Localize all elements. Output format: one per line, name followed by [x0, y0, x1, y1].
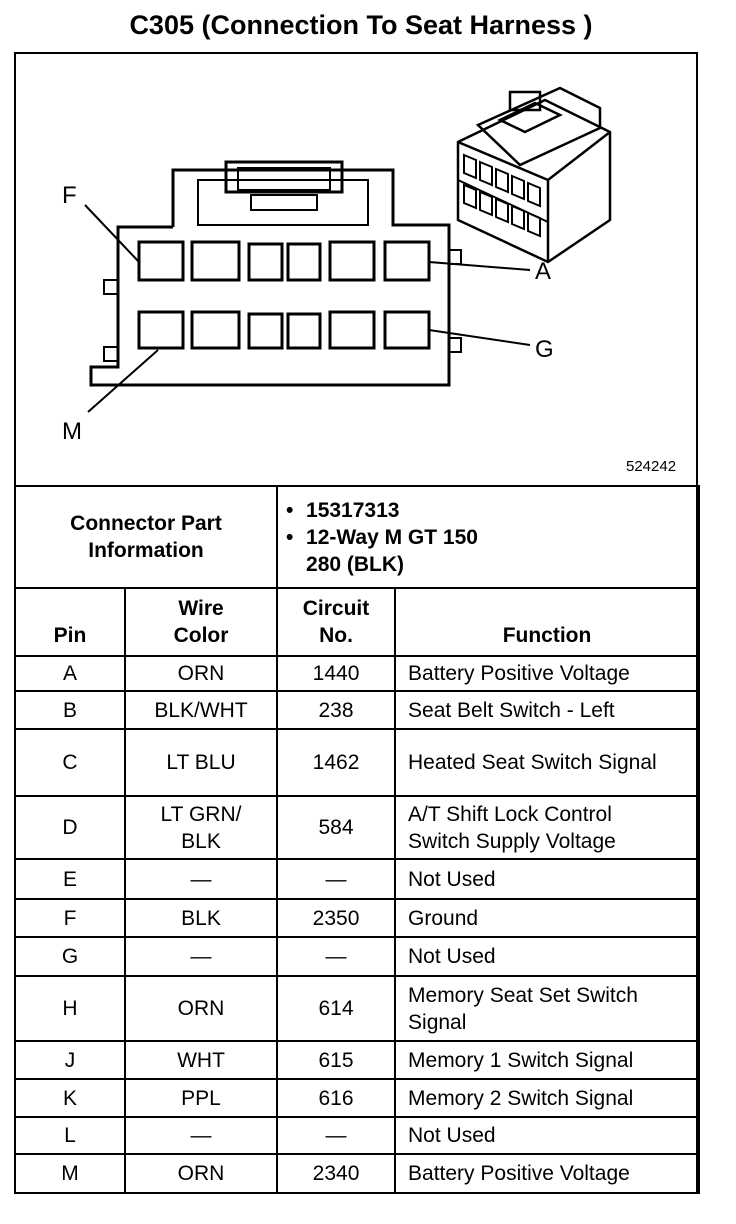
pinout-table: Connector Part Information 15317313 12-W… [13, 485, 701, 1194]
function-cell: Seat Belt Switch - Left [394, 690, 701, 730]
wire-color-cell: BLK/WHT [123, 690, 279, 730]
function-cell: Heated Seat Switch Signal [394, 728, 701, 797]
col-circuit: Circuit No. [276, 587, 397, 657]
function-cell: Memory Seat Set Switch Signal [394, 975, 701, 1042]
circuit-cell: 238 [276, 690, 397, 730]
wire-color-cell: ORN [123, 975, 279, 1042]
pin-cell: A [14, 655, 126, 692]
pin-cell: G [14, 936, 126, 977]
circuit-cell: 584 [276, 795, 397, 860]
function-cell: A/T Shift Lock Control Switch Supply Vol… [394, 795, 701, 860]
function-cell: Not Used [394, 936, 701, 977]
circuit-cell: 614 [276, 975, 397, 1042]
pin-cell: L [14, 1116, 126, 1155]
circuit-cell: — [276, 1116, 397, 1155]
circuit-cell: 615 [276, 1040, 397, 1080]
col-pin: Pin [14, 587, 126, 657]
pin-cell: H [14, 975, 126, 1042]
label-m: M [62, 418, 82, 445]
function-cell: Memory 1 Switch Signal [394, 1040, 701, 1080]
connector-info-row: Connector Part Information 15317313 12-W… [13, 485, 701, 589]
circuit-cell: — [276, 858, 397, 900]
pin-cell: D [14, 795, 126, 860]
wire-color-cell: ORN [123, 655, 279, 692]
connector-isometric-view [456, 86, 612, 264]
wire-color-cell: LT GRN/ BLK [123, 795, 279, 860]
page-title: C305 (Connection To Seat Harness ) [129, 10, 593, 40]
circuit-cell: 1440 [276, 655, 397, 692]
connector-info-label: Connector Part Information [13, 485, 279, 589]
leader-lines [84, 204, 531, 413]
wire-color-cell: — [123, 858, 279, 900]
pin-cell: B [14, 690, 126, 730]
pin-cell: C [14, 728, 126, 797]
wire-color-cell: LT BLU [123, 728, 279, 797]
label-g: G [535, 336, 554, 363]
circuit-cell: 2340 [276, 1153, 397, 1194]
col-wire-color: Wire Color [123, 587, 279, 657]
circuit-cell: — [276, 936, 397, 977]
function-cell: Not Used [394, 858, 701, 900]
col-function: Function [394, 587, 701, 657]
wire-color-cell: — [123, 1116, 279, 1155]
pin-cell: E [14, 858, 126, 900]
label-a: A [535, 258, 551, 285]
table-row: G——Not Used [14, 936, 701, 977]
connector-face [89, 160, 462, 387]
figure-number: 524242 [626, 458, 676, 475]
circuit-cell: 2350 [276, 898, 397, 938]
pin-cell: J [14, 1040, 126, 1080]
connector-type-cont: 280 (BLK) [306, 552, 405, 576]
circuit-cell: 616 [276, 1078, 397, 1118]
table-row: L——Not Used [14, 1116, 701, 1155]
function-cell: Battery Positive Voltage [394, 655, 701, 692]
wire-color-cell: — [123, 936, 279, 977]
connector-diagram: F A G M 524242 [62, 86, 676, 475]
wire-color-cell: BLK [123, 898, 279, 938]
function-cell: Ground [394, 898, 701, 938]
connector-type: 12-Way M GT 150 [286, 524, 698, 551]
pin-labels: F A G M [62, 182, 554, 445]
wire-color-cell: ORN [123, 1153, 279, 1194]
circuit-cell: 1462 [276, 728, 397, 797]
connector-info-values: 15317313 12-Way M GT 150 280 (BLK) [276, 485, 701, 589]
pin-cell: M [14, 1153, 126, 1194]
function-cell: Battery Positive Voltage [394, 1153, 701, 1194]
label-f: F [62, 182, 77, 209]
wire-color-cell: PPL [123, 1078, 279, 1118]
function-cell: Not Used [394, 1116, 701, 1155]
part-number: 15317313 [286, 497, 698, 524]
pin-cell: F [14, 898, 126, 938]
table-header: Pin Wire Color Circuit No. Function [14, 587, 701, 657]
pin-cell: K [14, 1078, 126, 1118]
table-row: E——Not Used [14, 858, 701, 900]
pin-cavities [137, 240, 431, 350]
wire-color-cell: WHT [123, 1040, 279, 1080]
function-cell: Memory 2 Switch Signal [394, 1078, 701, 1118]
